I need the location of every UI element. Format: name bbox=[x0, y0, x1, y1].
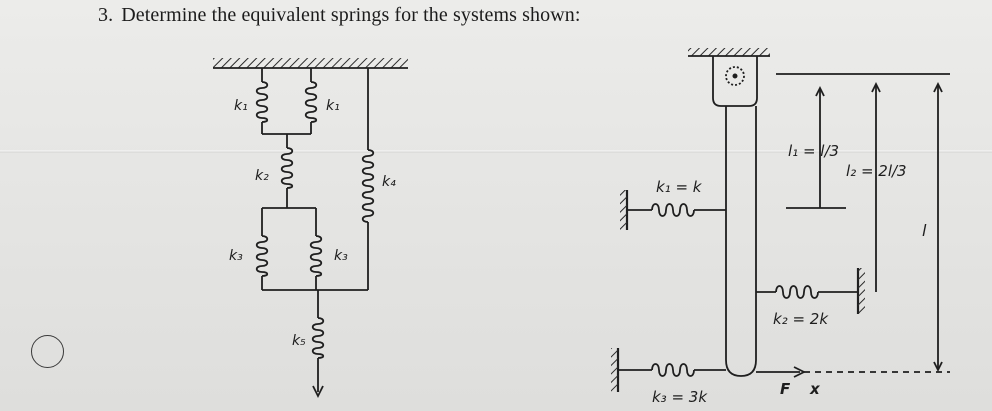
label-k2: k₂ bbox=[255, 168, 269, 184]
binder-hole bbox=[31, 335, 64, 368]
spring-k2 bbox=[775, 285, 819, 299]
ceiling-support-right bbox=[688, 48, 770, 56]
wall-k1 bbox=[620, 190, 627, 230]
spring-k1 bbox=[651, 203, 695, 217]
wall-k3 bbox=[611, 348, 618, 392]
question-statement: 3. Determine the equivalent springs for t… bbox=[98, 4, 581, 27]
question-text: Determine the equivalent springs for the… bbox=[121, 4, 581, 26]
spring-k5 bbox=[311, 317, 325, 359]
label-l2: l₂ = 2l/3 bbox=[846, 162, 907, 180]
right-lever-system bbox=[611, 48, 950, 392]
label-k4: k₄ bbox=[382, 174, 396, 190]
label-k1-right: k₁ bbox=[326, 98, 340, 114]
lever-bar bbox=[725, 106, 757, 377]
label-k5: k₅ bbox=[292, 333, 306, 349]
spring-k1-right bbox=[304, 81, 318, 123]
label-k1-eq: k₁ = k bbox=[656, 178, 703, 196]
ceiling-support-left bbox=[213, 58, 408, 68]
spring-k3-right bbox=[309, 235, 323, 277]
label-k3-eq: k₃ = 3k bbox=[652, 388, 708, 406]
spring-k4 bbox=[361, 149, 375, 223]
label-force: F bbox=[780, 380, 791, 398]
paper-fold bbox=[0, 150, 992, 153]
label-k3-right: k₃ bbox=[334, 248, 348, 264]
label-k1-left: k₁ bbox=[234, 98, 248, 114]
question-number: 3. bbox=[98, 4, 114, 26]
wall-k2 bbox=[858, 268, 865, 314]
pivot-pin bbox=[725, 66, 745, 86]
pivot-housing bbox=[712, 56, 758, 107]
label-l1: l₁ = l/3 bbox=[788, 142, 839, 160]
label-displacement: x bbox=[809, 380, 821, 398]
arrow-head-left bbox=[312, 385, 324, 399]
spring-k3 bbox=[651, 363, 695, 377]
left-spring-system bbox=[213, 58, 408, 399]
label-l: l bbox=[922, 221, 927, 240]
label-k3-left: k₃ bbox=[229, 248, 243, 264]
label-k2-eq: k₂ = 2k bbox=[773, 310, 829, 328]
spring-k1-left bbox=[255, 81, 269, 123]
spring-k3-left bbox=[255, 235, 269, 277]
spring-k2 bbox=[280, 147, 294, 189]
